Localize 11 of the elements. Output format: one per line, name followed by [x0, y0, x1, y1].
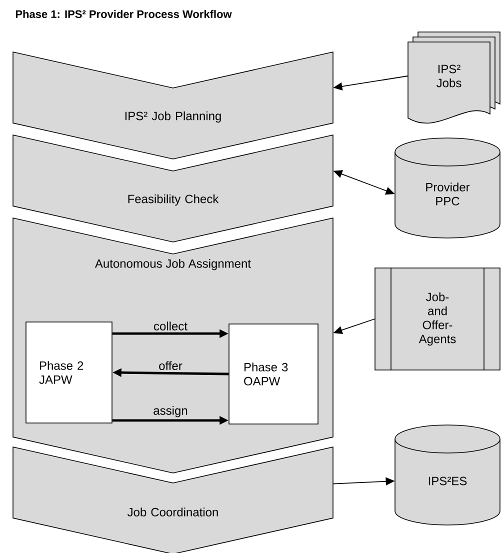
edge-label: offer — [158, 360, 184, 372]
database-cylinder: Provider PPC — [394, 138, 500, 238]
process-box: Phase 3 OAPW — [228, 324, 318, 424]
node-label: Job Coordination — [127, 508, 218, 516]
agent-process-box: Job- and Offer- Agents — [374, 268, 500, 370]
edge-label: collect — [152, 320, 188, 332]
edge-label: assign — [152, 405, 189, 418]
document-stack: IPS² Jobs — [408, 32, 500, 124]
database-cylinder: IPS²ES — [394, 424, 500, 526]
title: Phase 1: IPS² Provider Process Workflow — [16, 10, 232, 18]
process-box: Phase 2 JAPW — [26, 322, 112, 424]
